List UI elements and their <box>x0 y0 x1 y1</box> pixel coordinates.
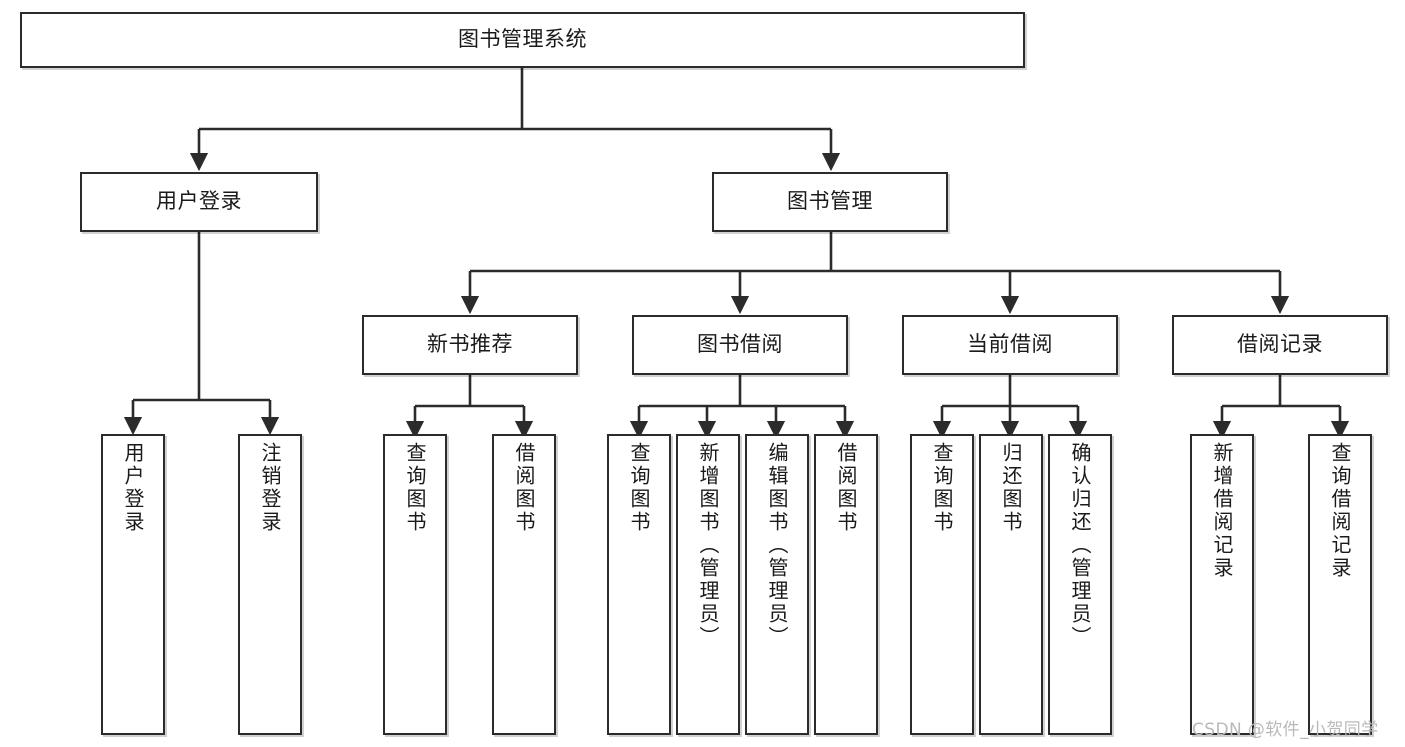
node-new-book-recommend[interactable]: 新书推荐 <box>362 315 578 375</box>
node-book-management[interactable]: 图书管理 <box>712 172 948 232</box>
leaf-query-book-2[interactable]: 查询图书 <box>607 434 671 735</box>
leaf-confirm-return[interactable]: 确认归还（管理员） <box>1048 434 1112 735</box>
node-book-borrow[interactable]: 图书借阅 <box>632 315 848 375</box>
leaf-return-book[interactable]: 归还图书 <box>979 434 1043 735</box>
leaf-query-book-3-label: 查询图书 <box>930 442 954 534</box>
leaf-query-book-3[interactable]: 查询图书 <box>910 434 974 735</box>
node-book-management-label: 图书管理 <box>787 189 873 214</box>
leaf-borrow-book-1-label: 借阅图书 <box>512 442 536 534</box>
leaf-add-book[interactable]: 新增图书（管理员） <box>676 434 740 735</box>
node-root-label: 图书管理系统 <box>458 27 587 52</box>
node-borrow-record-label: 借阅记录 <box>1237 332 1323 357</box>
leaf-query-book-2-label: 查询图书 <box>627 442 651 534</box>
leaf-add-book-label: 新增图书（管理员） <box>696 442 720 649</box>
leaf-user-login-label: 用户登录 <box>121 442 145 534</box>
node-borrow-record[interactable]: 借阅记录 <box>1172 315 1388 375</box>
leaf-query-book-1[interactable]: 查询图书 <box>383 434 447 735</box>
leaf-user-login[interactable]: 用户登录 <box>101 434 165 735</box>
node-root[interactable]: 图书管理系统 <box>20 12 1025 68</box>
leaf-return-book-label: 归还图书 <box>999 442 1023 534</box>
leaf-borrow-book-1[interactable]: 借阅图书 <box>492 434 556 735</box>
leaf-edit-book[interactable]: 编辑图书（管理员） <box>745 434 809 735</box>
node-book-borrow-label: 图书借阅 <box>697 332 783 357</box>
leaf-user-logout[interactable]: 注销登录 <box>238 434 302 735</box>
leaf-edit-book-label: 编辑图书（管理员） <box>765 442 789 649</box>
leaf-query-record-label: 查询借阅记录 <box>1328 442 1352 580</box>
leaf-query-book-1-label: 查询图书 <box>403 442 427 534</box>
leaf-query-record[interactable]: 查询借阅记录 <box>1308 434 1372 735</box>
leaf-add-record-label: 新增借阅记录 <box>1210 442 1234 580</box>
node-current-borrow-label: 当前借阅 <box>967 332 1053 357</box>
node-user-login-label: 用户登录 <box>156 189 242 214</box>
leaf-borrow-book-2-label: 借阅图书 <box>834 442 858 534</box>
node-current-borrow[interactable]: 当前借阅 <box>902 315 1118 375</box>
node-user-login[interactable]: 用户登录 <box>80 172 318 232</box>
leaf-add-record[interactable]: 新增借阅记录 <box>1190 434 1254 735</box>
leaf-borrow-book-2[interactable]: 借阅图书 <box>814 434 878 735</box>
node-new-book-recommend-label: 新书推荐 <box>427 332 513 357</box>
csdn-watermark: CSDN @软件_小贺同学 <box>1192 720 1379 740</box>
leaf-user-logout-label: 注销登录 <box>258 442 282 534</box>
leaf-confirm-return-label: 确认归还（管理员） <box>1068 442 1092 649</box>
